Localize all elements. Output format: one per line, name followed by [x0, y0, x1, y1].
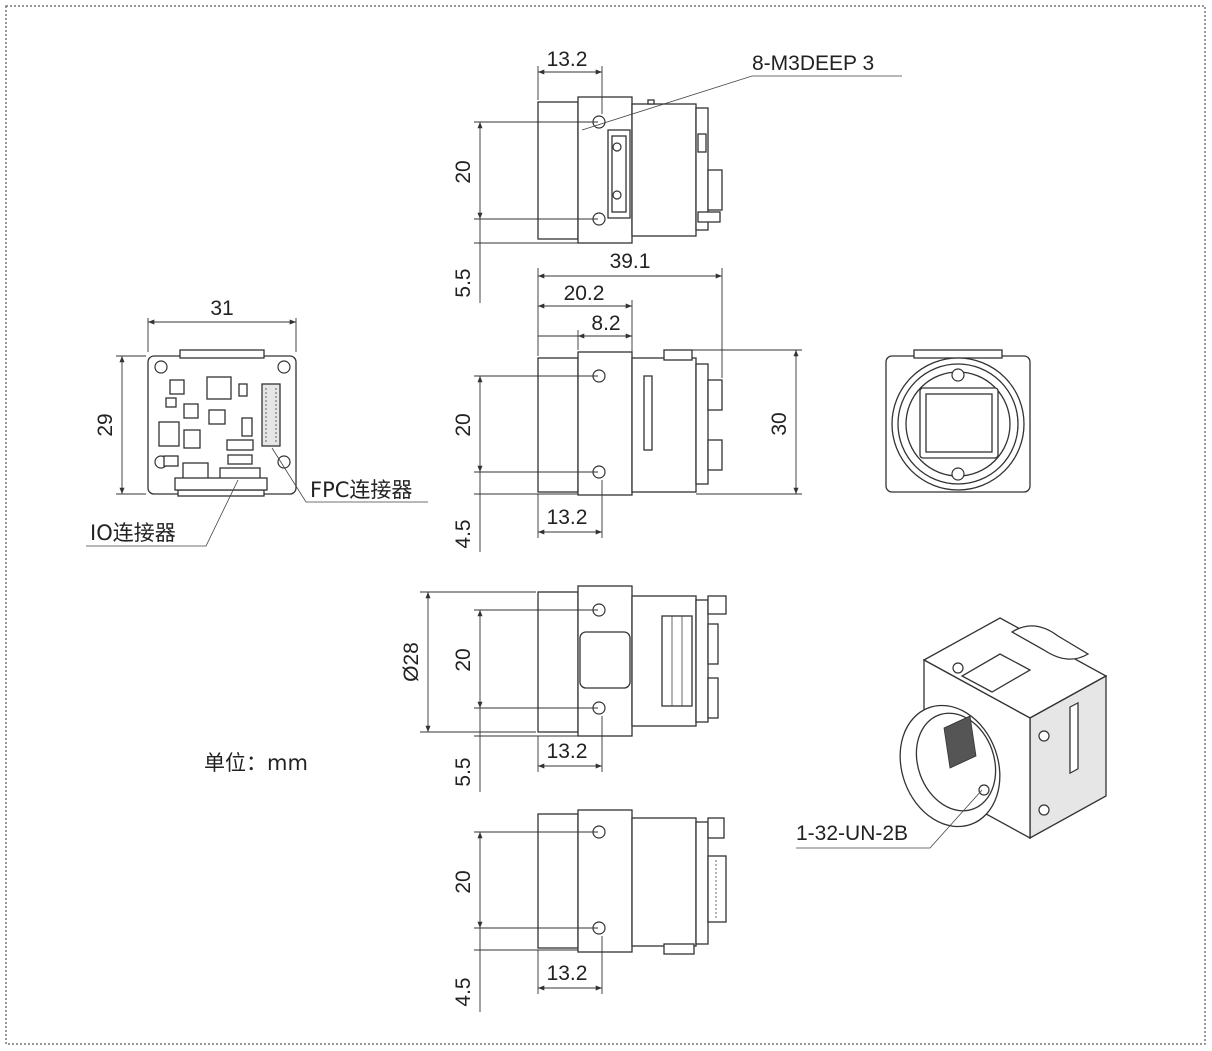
top-view [537, 96, 723, 244]
fpc-connector-label: FPC连接器 [310, 478, 412, 502]
isometric-view: 1-32-UN-2B [796, 617, 1108, 849]
side-offset-label: 4.5 [452, 519, 475, 548]
top-depth-label: 13.2 [547, 48, 588, 71]
rear-pitch-label: 20 [452, 870, 475, 893]
rear-offset-label: 4.5 [452, 977, 475, 1006]
mount-holes-label: 8-M3DEEP 3 [752, 52, 874, 75]
back-view-dimensions: 31 29 FPC连接器 IO连接器 [86, 297, 428, 547]
overall-length-label: 39.1 [610, 250, 651, 273]
rear-side-view [537, 809, 727, 955]
side-pitch-label: 20 [452, 413, 475, 436]
page-border [5, 5, 1206, 1045]
bottom-view-dimensions: Ø28 20 5.5 13.2 [400, 591, 603, 792]
diameter-label: Ø28 [400, 642, 423, 682]
top-pitch-label: 20 [452, 160, 475, 183]
side-height-label: 30 [768, 412, 791, 435]
bottom-view [537, 585, 727, 737]
front-length-label: 8.2 [591, 312, 620, 335]
body-length-label: 20.2 [564, 282, 605, 305]
io-connector-label: IO连接器 [90, 521, 176, 545]
side-depth-label: 13.2 [547, 506, 588, 529]
unit-note: 单位：mm [204, 751, 308, 775]
lens-thread-label: 1-32-UN-2B [796, 822, 908, 845]
side-view-dimensions: 39.1 20.2 8.2 30 20 4.5 13.2 [452, 250, 802, 552]
bottom-offset-label: 5.5 [452, 757, 475, 786]
back-view [147, 349, 297, 497]
top-view-dimensions: 13.2 8-M3DEEP 3 20 5.5 [452, 48, 902, 303]
bottom-depth-label: 13.2 [547, 740, 588, 763]
front-view [885, 349, 1031, 493]
back-height-label: 29 [94, 413, 117, 436]
side-view [537, 349, 723, 496]
top-offset-label: 5.5 [452, 268, 475, 297]
rear-side-view-dimensions: 20 4.5 13.2 [452, 831, 603, 1012]
back-width-label: 31 [210, 297, 233, 320]
rear-depth-label: 13.2 [547, 962, 588, 985]
bottom-pitch-label: 20 [452, 648, 475, 671]
